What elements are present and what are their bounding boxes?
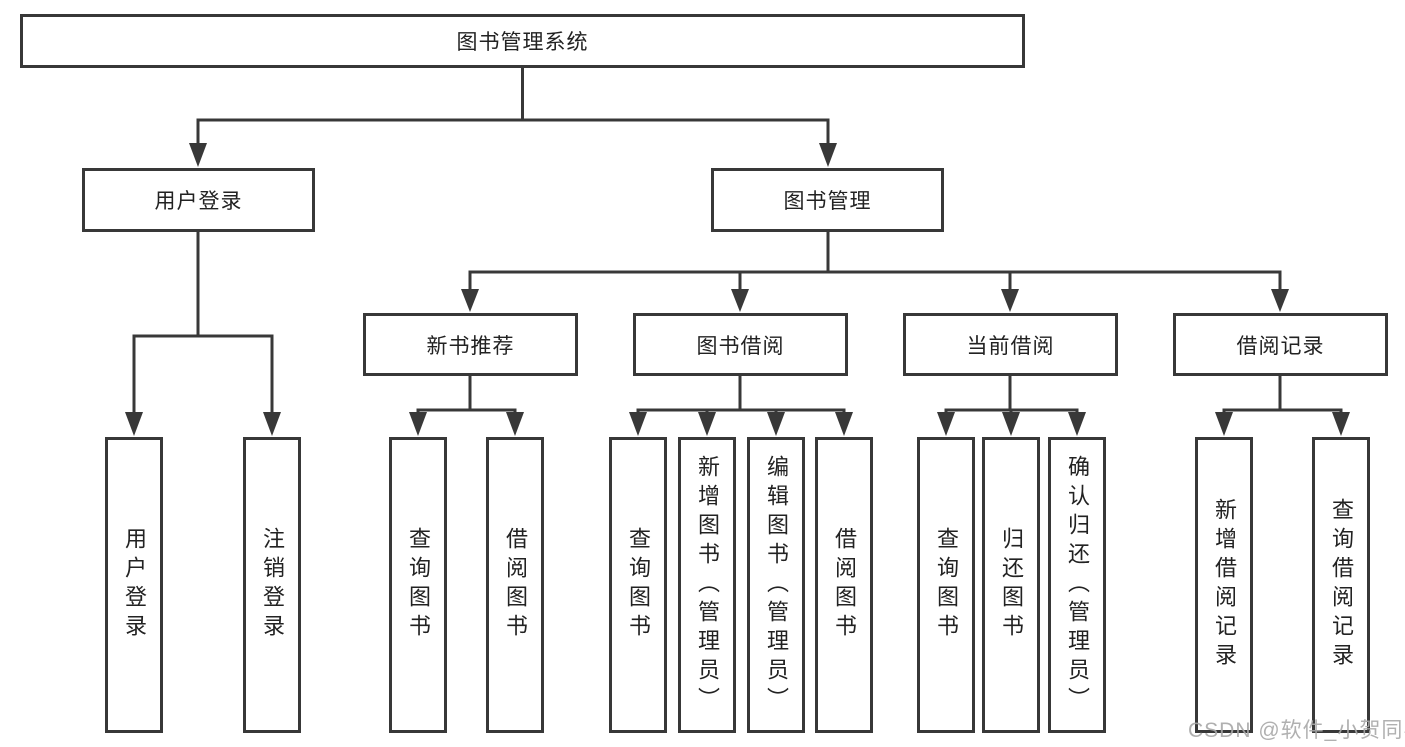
leaf-label: 借阅图书 (503, 527, 528, 643)
leaf-add-book-admin: 新增图书（管理员） (678, 437, 736, 733)
leaf-label: 查询图书 (406, 527, 431, 643)
connector-management-to-level3 (461, 232, 1289, 312)
connector-currentborrow-to-children (937, 376, 1086, 436)
connector-records-to-children (1215, 376, 1350, 436)
leaf-query-books-borrow: 查询图书 (609, 437, 667, 733)
leaf-label: 用户登录 (122, 527, 147, 643)
node-user-login-branch: 用户登录 (82, 168, 315, 232)
node-label: 新书推荐 (426, 334, 515, 358)
leaf-query-books-recommend: 查询图书 (389, 437, 447, 733)
connector-root-to-level2 (189, 68, 837, 167)
leaf-edit-book-admin: 编辑图书（管理员） (747, 437, 805, 733)
leaf-confirm-return-admin: 确认归还（管理员） (1048, 437, 1106, 733)
leaf-label: 确认归还（管理员） (1065, 454, 1090, 716)
node-book-management: 图书管理 (711, 168, 944, 232)
leaf-label: 借阅图书 (832, 527, 857, 643)
arrowhead-down-icon (461, 289, 479, 312)
leaf-return-book: 归还图书 (982, 437, 1040, 733)
arrowhead-down-icon (629, 412, 647, 436)
leaf-user-login: 用户登录 (105, 437, 163, 733)
arrowhead-down-icon (506, 412, 524, 436)
node-label: 用户登录 (154, 190, 243, 213)
node-new-book-recommend: 新书推荐 (363, 313, 578, 376)
node-book-borrow: 图书借阅 (633, 313, 848, 376)
arrowhead-down-icon (189, 143, 207, 167)
node-label: 借阅记录 (1236, 334, 1325, 358)
leaf-label: 查询图书 (626, 527, 651, 643)
arrowhead-down-icon (1332, 412, 1350, 436)
leaf-label: 查询图书 (934, 527, 959, 643)
arrowhead-down-icon (937, 412, 955, 436)
leaf-label: 归还图书 (999, 527, 1024, 643)
leaf-label: 新增图书（管理员） (695, 454, 720, 716)
node-borrow-records: 借阅记录 (1173, 313, 1388, 376)
leaf-label: 注销登录 (260, 527, 285, 643)
arrowhead-down-icon (1068, 412, 1086, 436)
arrowhead-down-icon (1002, 412, 1020, 436)
arrowhead-down-icon (1001, 289, 1019, 312)
node-current-borrow: 当前借阅 (903, 313, 1118, 376)
arrowhead-down-icon (1271, 289, 1289, 312)
connector-login-to-children (125, 232, 281, 436)
arrowhead-down-icon (767, 412, 785, 436)
arrowhead-down-icon (409, 412, 427, 436)
node-label: 当前借阅 (966, 334, 1055, 358)
arrowhead-down-icon (125, 412, 143, 436)
arrowhead-down-icon (1215, 412, 1233, 436)
connector-bookborrow-to-children (629, 376, 853, 436)
connector-newbook-to-children (409, 376, 524, 436)
leaf-borrow-books-recommend: 借阅图书 (486, 437, 544, 733)
node-label: 图书管理 (783, 190, 872, 213)
node-root-label: 图书管理系统 (456, 31, 589, 54)
leaf-label: 新增借阅记录 (1212, 498, 1237, 672)
arrowhead-down-icon (835, 412, 853, 436)
arrowhead-down-icon (731, 289, 749, 312)
node-root: 图书管理系统 (20, 14, 1025, 68)
leaf-add-borrow-record: 新增借阅记录 (1195, 437, 1253, 733)
arrowhead-down-icon (819, 143, 837, 167)
leaf-borrow-books: 借阅图书 (815, 437, 873, 733)
leaf-query-books-current: 查询图书 (917, 437, 975, 733)
leaf-query-borrow-record: 查询借阅记录 (1312, 437, 1370, 733)
leaf-logout: 注销登录 (243, 437, 301, 733)
csdn-watermark: CSDN @软件_小贺同学 (1188, 719, 1405, 742)
arrowhead-down-icon (263, 412, 281, 436)
node-label: 图书借阅 (696, 334, 785, 358)
leaf-label: 编辑图书（管理员） (764, 454, 789, 716)
arrowhead-down-icon (698, 412, 716, 436)
leaf-label: 查询借阅记录 (1329, 498, 1354, 672)
